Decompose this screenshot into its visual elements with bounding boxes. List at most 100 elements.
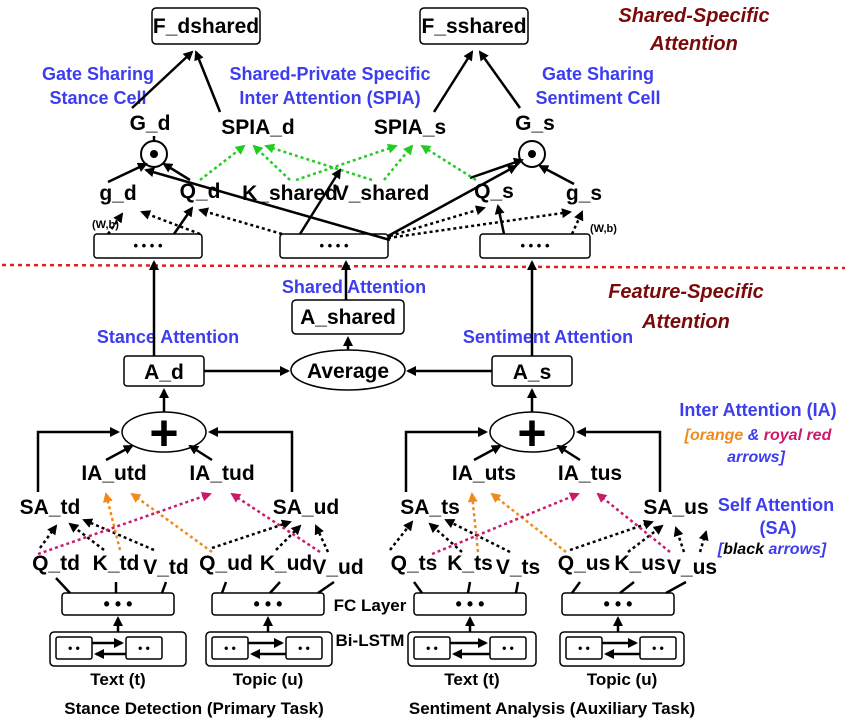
k-ud-label: K_ud: [260, 552, 313, 575]
legend-ia-title: Inter Attention (IA): [679, 400, 836, 420]
section-separator: [1, 263, 846, 270]
task-auxiliary-caption: Sentiment Analysis (Auxiliary Task): [409, 699, 695, 718]
q-ts-label: Q_ts: [391, 552, 438, 575]
a-s-label: A_s: [513, 361, 552, 384]
fc-box-3-dots: • • •: [456, 594, 485, 614]
k-shared-label: K_shared: [242, 182, 338, 205]
legend-sa-title: Self Attention: [718, 495, 834, 515]
input-text-stance: Text (t): [90, 670, 145, 689]
q-d-label: Q_d: [180, 180, 221, 203]
g-d-label: G_d: [130, 112, 171, 135]
svg-text:• •: • •: [138, 641, 150, 655]
gate-sentiment-line2: Sentiment Cell: [535, 88, 660, 108]
private-stance-vector-dots: • • • •: [133, 238, 162, 253]
svg-text:• •: • •: [502, 641, 514, 655]
sa-us-label: SA_us: [643, 496, 708, 519]
fc-box-4: [561, 592, 675, 616]
sum-node-right: [489, 411, 575, 453]
bilstm-topic-sentiment: • • • •: [559, 631, 685, 667]
v-shared-label: V_shared: [335, 182, 430, 205]
task-primary-caption: Stance Detection (Primary Task): [64, 699, 324, 718]
q-td-label: Q_td: [32, 552, 80, 575]
gate-stance-line1: Gate Sharing: [42, 64, 154, 84]
ia-tus-label: IA_tus: [558, 462, 622, 485]
bilstm-topic-stance: • • • •: [205, 631, 333, 667]
shared-vector: [279, 233, 389, 259]
svg-text:• •: • •: [426, 641, 438, 655]
fc-box-4-dots: • • •: [604, 594, 633, 614]
sa-ud-label: SA_ud: [273, 496, 340, 519]
f-sshared-label: F_sshared: [421, 15, 526, 38]
shared-specific-header-line2: Attention: [649, 33, 738, 55]
plus-icon-right: +: [517, 405, 546, 461]
private-stance-vector: [93, 233, 203, 259]
fc-box-2: [211, 592, 325, 616]
svg-text:• •: • •: [224, 641, 236, 655]
fc-box-1-dots: • • •: [104, 594, 133, 614]
sa-td-label: SA_td: [20, 496, 81, 519]
average-label: Average: [307, 360, 389, 383]
spia-label-line1: Shared-Private Specific: [229, 64, 430, 84]
input-text-sentiment: Text (t): [444, 670, 499, 689]
gate-sentiment-line1: Gate Sharing: [542, 64, 654, 84]
legend-sa-abbr: (SA): [760, 518, 797, 538]
stance-attention-label: Stance Attention: [97, 327, 239, 347]
svg-text:• •: • •: [652, 641, 664, 655]
gate-stance-line2: Stance Cell: [49, 88, 146, 108]
f-sshared-box: [419, 7, 529, 45]
g-s-label: G_s: [515, 112, 555, 135]
legend-sa-colors: [black arrows]: [717, 541, 827, 558]
a-d-label: A_d: [144, 361, 184, 384]
legend-ia-colors: [orange & royal red: [684, 427, 833, 444]
f-dshared-label: F_dshared: [153, 15, 259, 38]
bilstm-label: Bi-LSTM: [336, 631, 405, 650]
feature-specific-header-line1: Feature-Specific: [608, 281, 764, 303]
k-us-label: K_us: [614, 552, 665, 575]
small-g-d-label: g_d: [99, 182, 136, 205]
ia-uts-label: IA_uts: [452, 462, 516, 485]
v-ts-label: V_ts: [496, 556, 540, 579]
v-us-label: V_us: [667, 556, 717, 579]
fc-box-1: [61, 592, 175, 616]
svg-text:• •: • •: [578, 641, 590, 655]
a-shared-box: [291, 299, 405, 335]
input-topic-sentiment: Topic (u): [587, 670, 658, 689]
fc-box-3: [413, 592, 527, 616]
v-ud-label: V_ud: [312, 556, 363, 579]
q-ud-label: Q_ud: [199, 552, 253, 575]
fc-box-2-dots: • • •: [254, 594, 283, 614]
wb-right-label: (W,b): [590, 223, 617, 235]
f-dshared-box: [151, 7, 261, 45]
private-sentiment-vector-dots: • • • •: [520, 238, 549, 253]
svg-text:• •: • •: [298, 641, 310, 655]
small-g-s-label: g_s: [566, 182, 602, 205]
v-td-label: V_td: [143, 556, 189, 579]
q-s-label: Q_s: [474, 180, 514, 203]
bilstm-text-stance: • • • •: [49, 631, 187, 667]
ia-utd-label: IA_utd: [81, 462, 146, 485]
k-ts-label: K_ts: [447, 552, 493, 575]
shared-vector-dots: • • • •: [319, 238, 348, 253]
plus-icon-left: +: [149, 405, 178, 461]
input-topic-stance: Topic (u): [233, 670, 304, 689]
k-td-label: K_td: [93, 552, 140, 575]
spia-s-label: SPIA_s: [374, 116, 446, 139]
bilstm-text-sentiment: • • • •: [407, 631, 537, 667]
sa-ts-label: SA_ts: [400, 496, 460, 519]
sum-node-left: [121, 411, 207, 453]
spia-label-line2: Inter Attention (SPIA): [239, 88, 420, 108]
sentiment-attention-label: Sentiment Attention: [463, 327, 633, 347]
fc-layer-label: FC Layer: [334, 596, 407, 615]
private-sentiment-vector: [479, 233, 591, 259]
svg-text:• •: • •: [68, 641, 80, 655]
q-us-label: Q_us: [558, 552, 611, 575]
a-shared-label: A_shared: [300, 306, 396, 329]
spia-d-label: SPIA_d: [221, 116, 295, 139]
shared-attention-label: Shared Attention: [282, 277, 426, 297]
ia-tud-label: IA_tud: [189, 462, 254, 485]
feature-specific-header-line2: Attention: [641, 311, 730, 333]
wb-left-label: (W,b): [92, 219, 119, 231]
shared-specific-header-line1: Shared-Specific: [618, 5, 769, 27]
legend-ia-arrows: arrows]: [727, 449, 785, 466]
